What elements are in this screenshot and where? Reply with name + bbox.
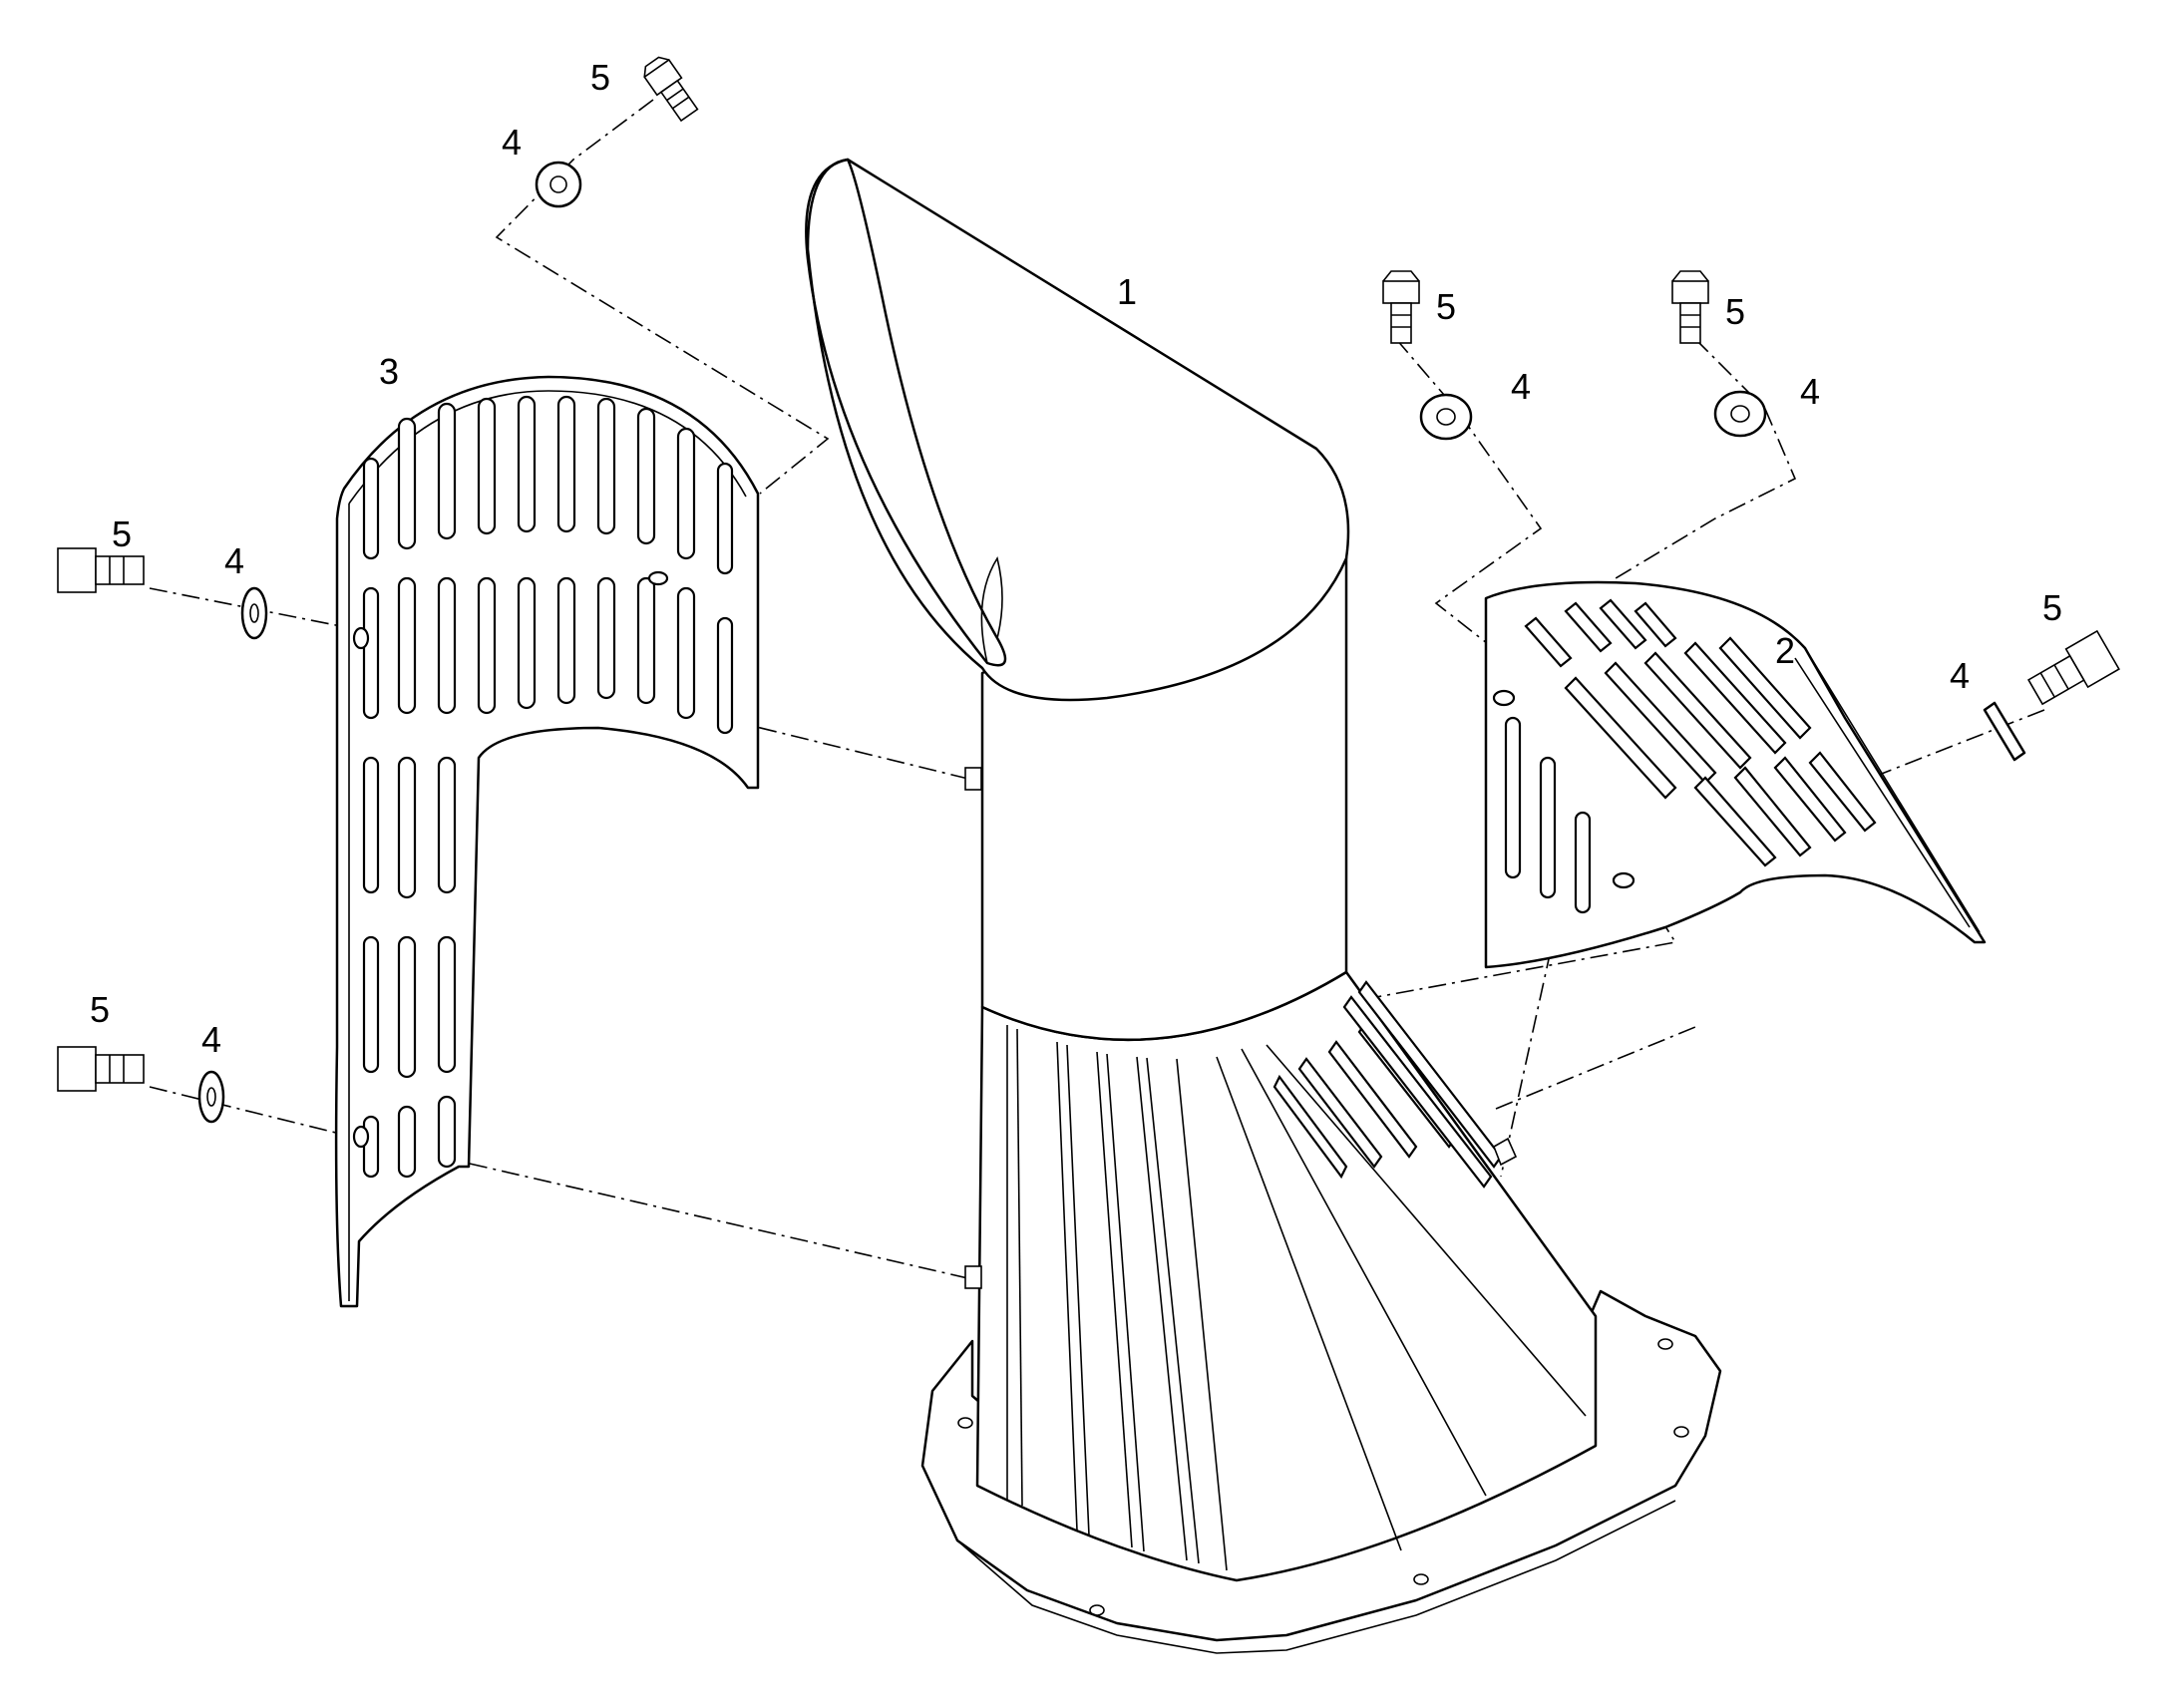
callout-rb2-washer: 4 [1800, 371, 1820, 412]
mount-stud [1493, 1137, 1518, 1167]
callout-rb1-bolt: 5 [1436, 286, 1456, 327]
discharge-chute [805, 158, 1722, 1654]
washer-icon [1983, 701, 2026, 762]
callout-lb2-washer: 4 [201, 1019, 221, 1060]
hex-bolt-icon [2027, 629, 2120, 706]
callout-right-guard: 2 [1775, 630, 1795, 671]
callouts: 5 4 1 5 4 5 4 3 5 4 2 4 5 5 4 [90, 57, 2062, 1060]
washer-icon [197, 1070, 225, 1124]
callout-lb2-bolt: 5 [90, 989, 110, 1030]
hex-bolt-icon [57, 547, 145, 593]
callout-lb1-washer: 4 [224, 540, 244, 581]
callout-top-bolt: 5 [590, 57, 610, 98]
guard-hole [647, 570, 669, 586]
hex-bolt-icon [1382, 270, 1420, 344]
right-guard [1484, 580, 1987, 969]
callout-rb2-bolt: 5 [1725, 291, 1745, 332]
washer-icon [1419, 393, 1473, 441]
hex-bolt-icon [57, 1046, 145, 1092]
guard-hole [1492, 689, 1516, 707]
washer-icon [1713, 390, 1767, 438]
callout-lb1-bolt: 5 [112, 513, 132, 554]
callout-rb3-washer: 4 [1950, 655, 1970, 696]
hex-bolt-icon [643, 56, 699, 123]
guard-hole [352, 626, 370, 650]
right-guard-slots [1504, 598, 1877, 914]
guard-hole [352, 1125, 370, 1149]
hex-bolt-icon [1671, 270, 1709, 344]
spout-opening [805, 158, 1007, 667]
callout-chute: 1 [1117, 271, 1137, 312]
left-guard [334, 375, 760, 1308]
callout-rb3-bolt: 5 [2042, 587, 2062, 628]
washer-icon [240, 586, 268, 640]
angled-spout [806, 158, 1350, 702]
mount-stud [964, 1265, 982, 1289]
callout-left-guard: 3 [379, 351, 399, 392]
washer-icon [535, 161, 582, 208]
flange-holes [957, 1338, 1689, 1616]
callout-top-washer: 4 [502, 122, 522, 163]
cone-body [975, 970, 1598, 1582]
cone-ribs [1006, 1025, 1587, 1571]
cone-side-slots [1272, 980, 1503, 1189]
guard-hole [1612, 871, 1635, 889]
mount-stud [964, 767, 982, 791]
callout-rb1-washer: 4 [1511, 366, 1531, 407]
